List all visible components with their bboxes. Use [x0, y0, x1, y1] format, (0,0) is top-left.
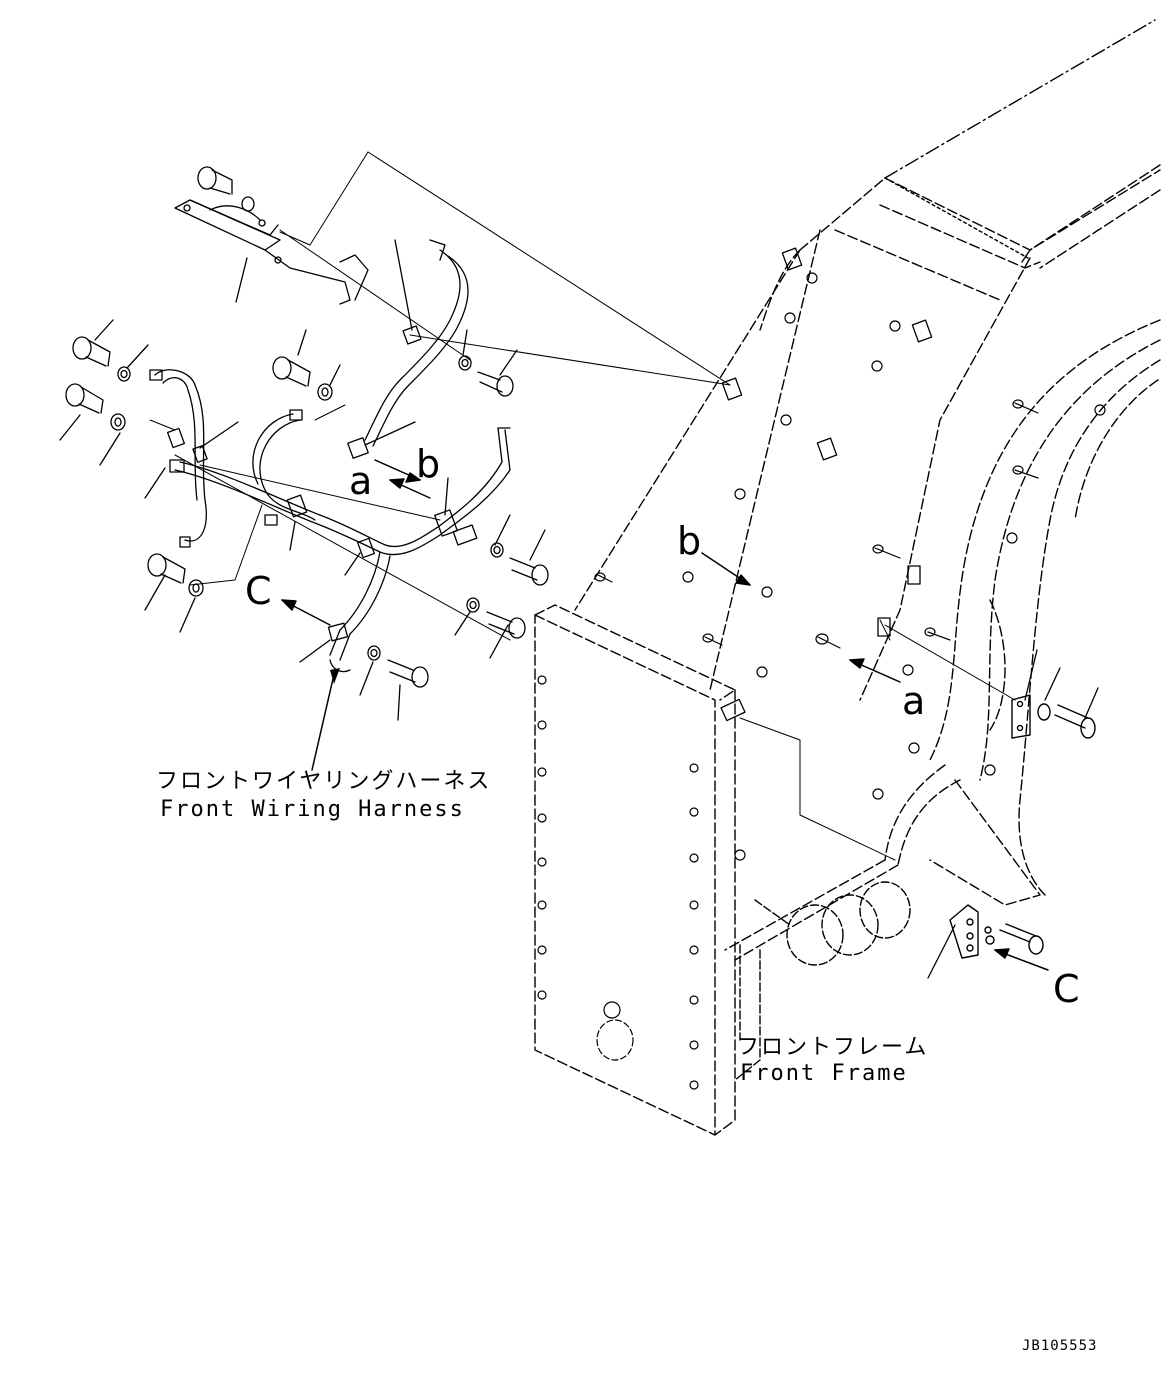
frame-label-jp: フロントフレーム — [737, 1035, 929, 1060]
front-wiring-harness — [59, 166, 1099, 979]
leader-lines — [149, 151, 1016, 861]
view-arrows — [281, 459, 1049, 971]
view-marker-b-harness: b — [416, 442, 441, 486]
view-marker-a-frame: a — [902, 679, 926, 723]
view-marker-b-frame: b — [677, 519, 702, 563]
harness-label-en: Front Wiring Harness — [160, 797, 465, 822]
frame-label-en: Front Frame — [740, 1061, 908, 1086]
drawing-code: JB105553 — [1022, 1338, 1098, 1354]
front-frame — [534, 19, 1161, 1136]
view-marker-a-harness: a — [349, 459, 373, 503]
view-marker-c-harness: C — [245, 569, 272, 613]
view-marker-c-frame: C — [1053, 967, 1080, 1011]
harness-label-jp: フロントワイヤリングハーネス — [156, 769, 492, 794]
